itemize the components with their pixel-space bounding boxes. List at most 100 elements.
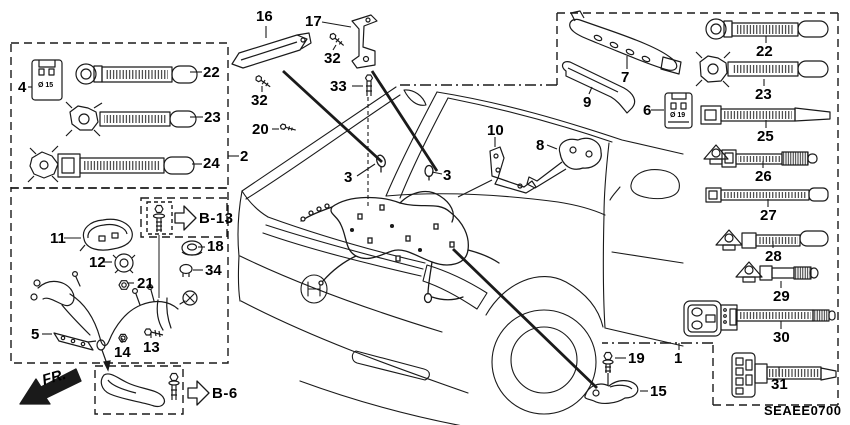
callout-15: 15 [650, 383, 667, 400]
sub-harness-sketch [30, 271, 198, 372]
tie-23-left [65, 101, 197, 137]
callout-7: 7 [621, 69, 630, 86]
b6-arrow [187, 380, 210, 406]
callout-25: 25 [757, 128, 774, 145]
group-boundary-boxes [10, 12, 839, 415]
callout-30: 30 [773, 329, 790, 346]
callout-32-b: 32 [324, 50, 341, 67]
tie-22-left [75, 63, 198, 85]
callout-3-left: 3 [344, 169, 353, 186]
b6-callout-box [94, 365, 184, 415]
callout-4: 4 [18, 79, 27, 96]
tie-30 [683, 300, 836, 337]
part-32b-bolt [329, 32, 345, 46]
car-body-sketch [237, 86, 684, 425]
callout-23-left: 23 [204, 109, 221, 126]
diagram-code: SEAEE0700 [764, 403, 842, 418]
part-13-bolt [143, 328, 164, 338]
part-10-bracket [489, 146, 537, 194]
b13-bolt [152, 204, 166, 232]
callout-11: 11 [50, 230, 66, 247]
callout-6: 6 [643, 102, 652, 119]
callout-2: 2 [240, 148, 249, 165]
callout-22-left: 22 [203, 64, 220, 81]
callout-1: 1 [674, 350, 683, 367]
b6-parts [100, 372, 180, 408]
chain-boundary-lines [400, 84, 713, 344]
callout-13: 13 [143, 339, 160, 356]
callout-12: 12 [89, 254, 106, 271]
callout-8: 8 [536, 137, 545, 154]
part-34-clip [179, 263, 193, 277]
callout-34: 34 [205, 262, 222, 279]
callout-21: 21 [137, 275, 154, 292]
label-ticks [28, 21, 782, 392]
callout-26: 26 [755, 168, 772, 185]
part-8-bracket [526, 137, 602, 189]
tie-25 [700, 105, 831, 125]
callout-18: 18 [207, 238, 224, 255]
tie-26 [703, 144, 818, 168]
callout-9: 9 [583, 94, 592, 111]
tie-28 [715, 229, 829, 251]
part-6-connector [664, 92, 693, 129]
top-brackets [31, 10, 693, 404]
tie-24-left [27, 145, 195, 183]
callout-32-a: 32 [251, 92, 268, 109]
wheel-arch [485, 276, 604, 328]
headlight [422, 264, 488, 310]
part4-diameter-label: Ø 15 [38, 82, 54, 89]
harness-clip-3-right [424, 164, 434, 181]
callout-17: 17 [305, 13, 322, 30]
part-11-cover [79, 218, 133, 252]
part-33-bolt [364, 74, 374, 96]
callout-14: 14 [114, 344, 131, 361]
callout-5: 5 [31, 326, 40, 343]
small-parts-left [53, 204, 203, 351]
part-15-bracket [584, 380, 639, 404]
tie-22-right [705, 18, 829, 40]
callout-22-right: 22 [756, 43, 773, 60]
part-19-bolt [602, 351, 614, 385]
part-12-grommet [112, 253, 136, 274]
callout-3-right: 3 [443, 167, 452, 184]
side-mirror [630, 169, 680, 200]
fog-slot [351, 350, 430, 381]
callout-31: 31 [771, 376, 788, 393]
part-17-bracket [351, 14, 378, 69]
cable-ties [27, 18, 837, 398]
part-14-nut [118, 333, 128, 343]
tie-23-right [695, 51, 829, 88]
callout-16: 16 [256, 8, 273, 25]
callout-33: 33 [330, 78, 347, 95]
part-20-bolt [279, 123, 296, 131]
tie-31 [731, 352, 837, 398]
b13-bolt-box [146, 201, 173, 235]
reference-arrows [19, 205, 210, 406]
b13-callout-box [140, 197, 228, 238]
honda-badge [300, 274, 328, 304]
fr-arrow [19, 368, 82, 405]
part-18-clip [181, 240, 203, 256]
callout-10: 10 [487, 122, 504, 139]
part-9-bracket [561, 61, 636, 114]
callout-24-left: 24 [203, 155, 220, 172]
left-bottom-group-box [10, 187, 229, 364]
engine-harness-sketch [300, 154, 500, 304]
tie-27 [705, 187, 829, 203]
part-21-nut [118, 280, 130, 290]
b6-reference-label: B-6 [212, 385, 238, 402]
b13-arrow [174, 205, 197, 231]
callout-27: 27 [760, 207, 777, 224]
b6-bolt [168, 372, 180, 400]
part-5-bracket [53, 332, 97, 351]
tie-29 [735, 261, 819, 283]
harness-clip-3-left [376, 154, 386, 173]
leader-lines [28, 21, 782, 392]
callout-28: 28 [765, 248, 782, 265]
part6-diameter-label: Ø 19 [670, 112, 686, 119]
b13-reference-label: B-13 [199, 210, 234, 227]
right-group-box [556, 12, 839, 406]
